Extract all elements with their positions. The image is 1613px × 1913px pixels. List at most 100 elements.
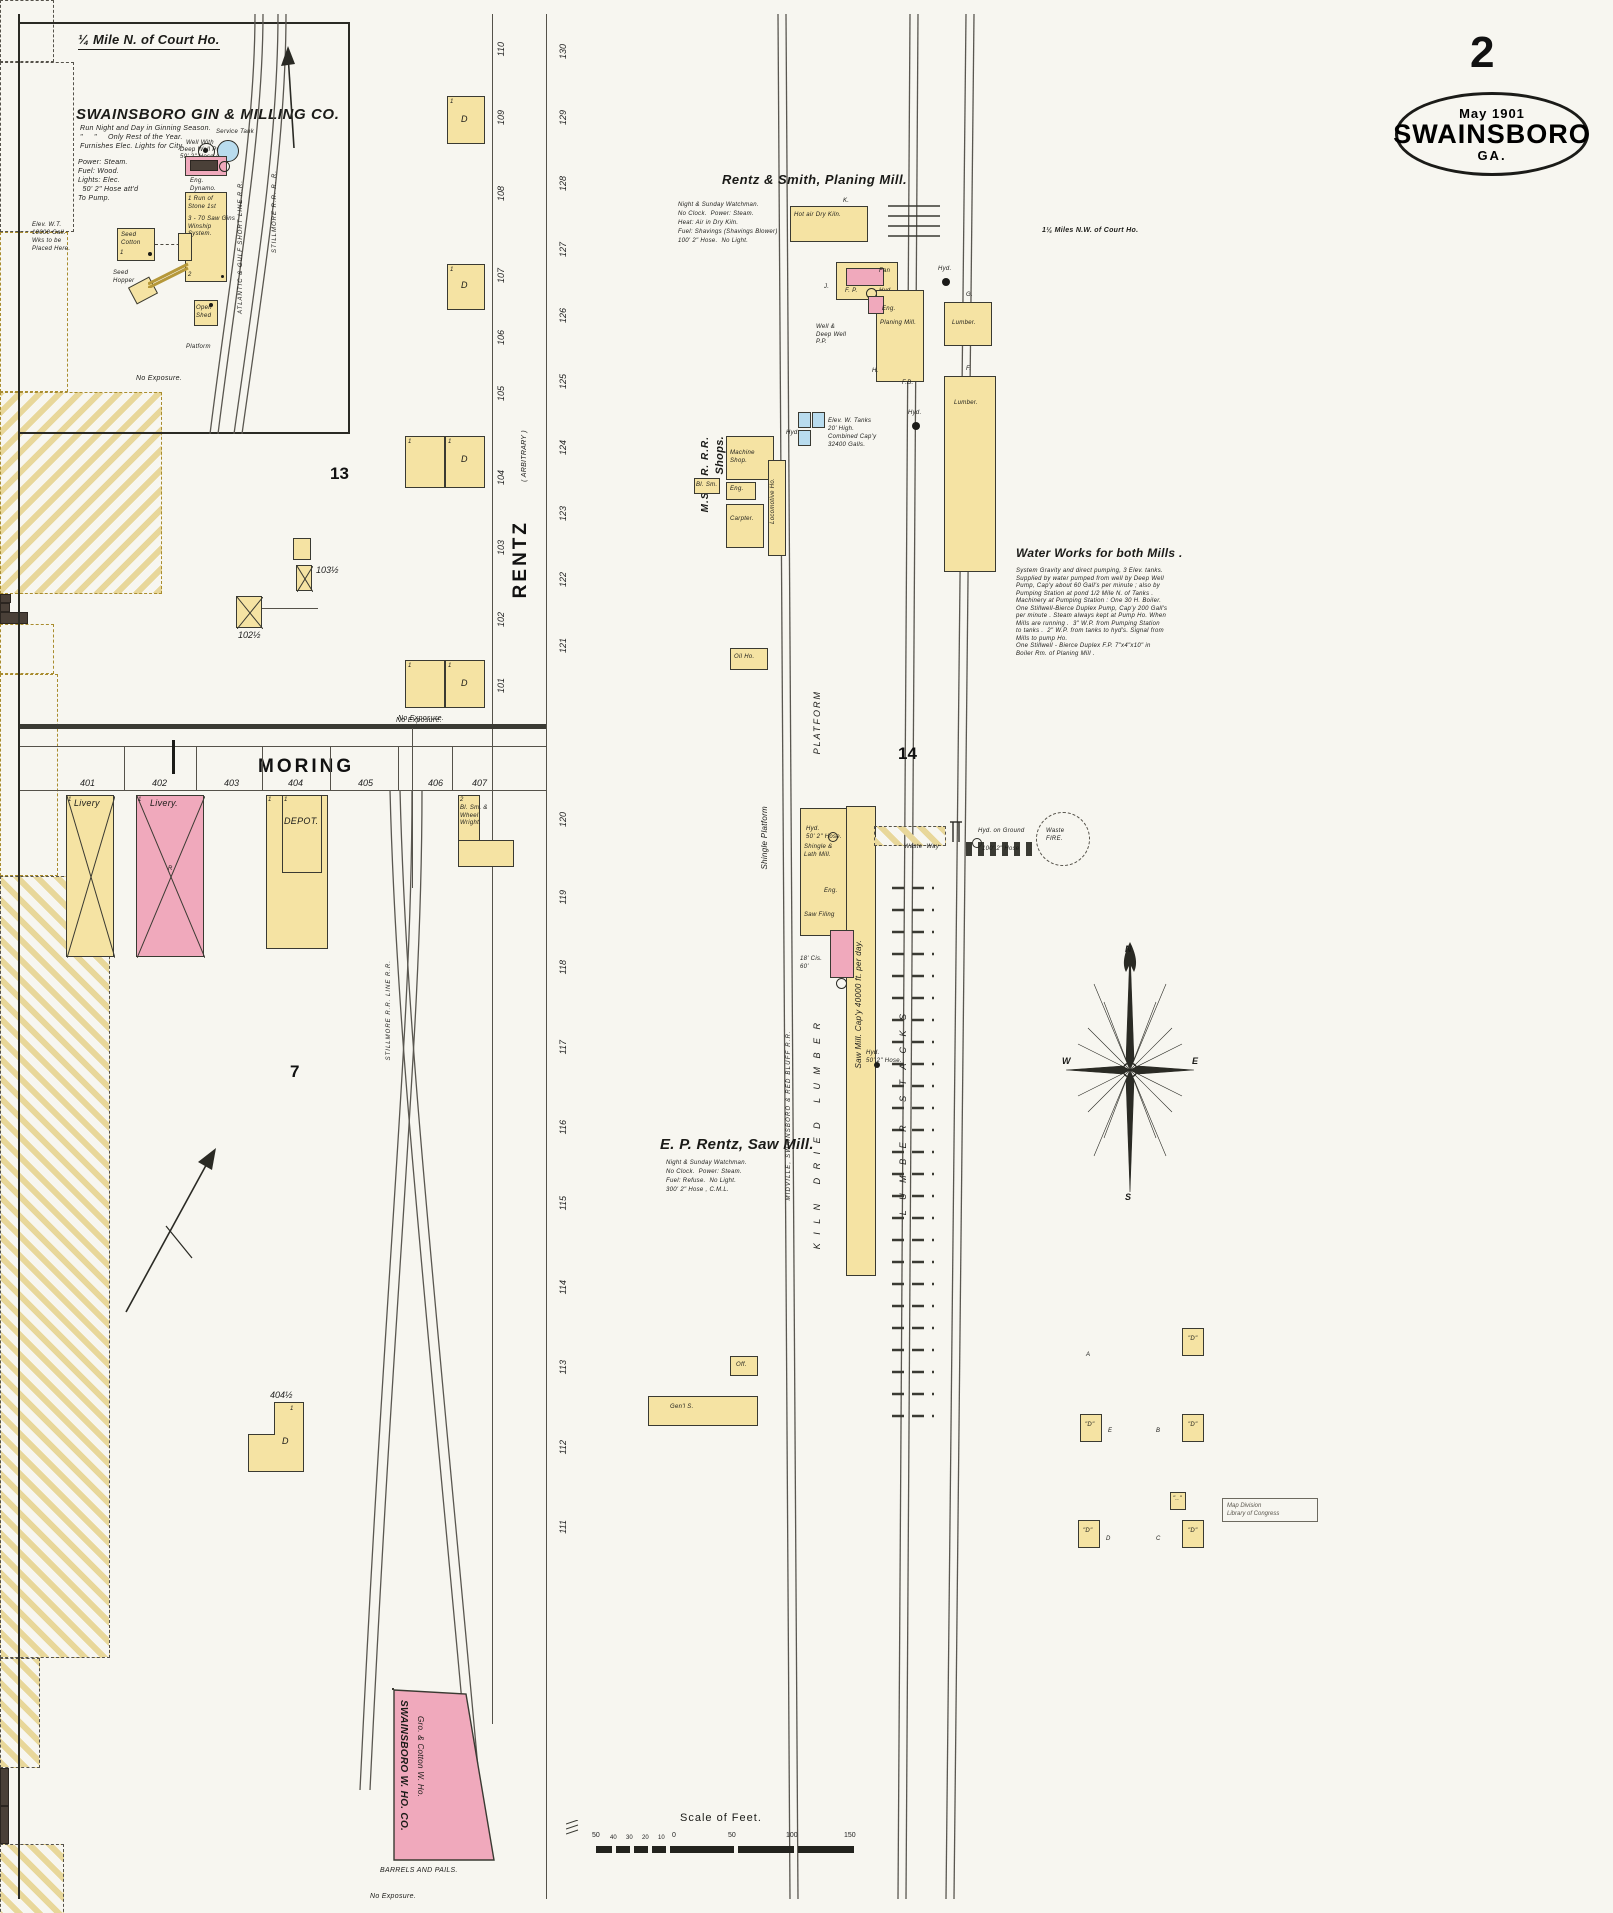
- se-dwelling-label-4: "..": [1173, 1496, 1182, 1502]
- scale-tick-30: 30: [626, 1835, 633, 1841]
- depot-story-b: 1: [284, 797, 288, 803]
- saw-mill-eng-label: Eng.: [824, 888, 838, 894]
- office-label: Off.: [736, 1362, 747, 1368]
- carpenter-shop-label: Carpter.: [730, 516, 754, 522]
- inset-border-right: [348, 22, 350, 434]
- moring-lot-div-3: [262, 746, 263, 790]
- planing-well-label: Well & Deep Well P.P.: [816, 324, 847, 345]
- dwelling-label-w-2: D: [461, 280, 468, 290]
- waste-fire-circle: [1036, 812, 1090, 866]
- se-dwelling-label-C: C: [1156, 1536, 1161, 1542]
- gin-hopper-conveyor: [147, 262, 190, 290]
- water-works-body: System Gravity and direct pumping, 3 Ele…: [1016, 568, 1236, 658]
- moring-block-marker: [172, 740, 175, 774]
- oil-house-building: [730, 648, 768, 670]
- gin-conveyor-1: [155, 244, 185, 245]
- blacksmith-shop-building: [694, 478, 720, 494]
- gin-mill-power-2: Lights: Elec.: [78, 177, 121, 184]
- dwelling-sw-1-story: 1: [290, 1406, 294, 1412]
- no-exposure-note-0: No Exposure.: [136, 375, 183, 382]
- scale-tick-0: 0: [672, 1832, 676, 1839]
- gin-seed-cotton-dot: [148, 252, 152, 256]
- library-stamp-line-2: Library of Congress: [1227, 1511, 1280, 1517]
- dwelling-w-3a: [405, 436, 445, 488]
- locomotive-house-label: Locomotive Ho.: [770, 478, 776, 524]
- planing-mill-label: Planing Mill.: [880, 320, 917, 326]
- gin-conveyor-house: [178, 233, 192, 261]
- distance-note-top-left: ¼ Mile N. of Court Ho.: [78, 32, 220, 50]
- cartouche-date: May 1901: [1459, 105, 1525, 121]
- lot-number-w-102: 102: [496, 612, 506, 628]
- waste-hose-note: 100' 2" Hose: [982, 846, 1020, 852]
- scale-seg-6: [676, 1846, 734, 1853]
- dwelling-story-w-1: 1: [450, 99, 454, 105]
- kiln-dried-lumber-label: K I L N D R I E D L U M B E R: [812, 1020, 822, 1250]
- se-dwelling-3: [1182, 1414, 1204, 1442]
- lumber-shed-G: [944, 302, 992, 346]
- scale-tick-50R: 50: [728, 1832, 736, 1839]
- dwelling-story-w-2: 1: [450, 267, 454, 273]
- railroad-label-atlantic-gulf: ATLANTIC & GULF SHORT LINE R.R.: [238, 180, 244, 315]
- lumber-G-label: Lumber.: [952, 320, 976, 326]
- cartouche-city: SWAINSBORO: [1393, 118, 1591, 149]
- hydrant-dot-2: [912, 422, 920, 430]
- lot-number-e-125: 125: [558, 374, 568, 390]
- stillmore-rr-curves: [359, 790, 481, 1790]
- inset-railroad-lines: [209, 14, 287, 434]
- planing-mill-title: Rentz & Smith, Planing Mill.: [722, 172, 908, 187]
- planing-mill-note-4: 100' 2" Hose. No Light.: [678, 238, 749, 244]
- compass-rose: [1060, 940, 1200, 1200]
- warehouse-door-mark-2: [0, 603, 10, 612]
- planing-hyd-note-2: Hyd.: [908, 410, 922, 416]
- saw-filing-label: Saw Filing: [804, 912, 835, 918]
- warehouse-building: [393, 1689, 495, 1861]
- distance-note-top-right: 1¼ Miles N.W. of Court Ho.: [1042, 227, 1139, 234]
- livery-brick-height: R: [168, 866, 173, 872]
- scale-seg-1: [596, 1846, 612, 1853]
- water-tanks-label-0: Elev. W. Tanks: [828, 418, 872, 424]
- lot-number-w-106: 106: [496, 330, 506, 346]
- waste-way-label: Waste Way: [904, 844, 940, 850]
- lot-number-e-127: 127: [558, 242, 568, 258]
- planing-hyd-note-1: Hyd.: [938, 266, 952, 272]
- kiln-dried-lumber-yard: [0, 1844, 64, 1913]
- moring-addr-403: 403: [224, 778, 240, 788]
- saw-mill-boiler-1: [0, 1768, 9, 1806]
- dwelling-label-w-3: D: [461, 454, 468, 464]
- gin-eng-dynamo-label: Eng. Dynamo.: [190, 178, 217, 192]
- well-pump-dot: [203, 148, 208, 153]
- water-tank-3: [812, 412, 825, 428]
- livery-brick-label: Livery.: [150, 798, 178, 808]
- compass-label-e: E: [1192, 1056, 1199, 1066]
- waste-fire-label: Waste FIRE.: [1046, 828, 1065, 842]
- water-works-line-6: per minute . Steam always kept at Pump H…: [1016, 613, 1167, 619]
- lot-number-w-109: 109: [496, 110, 506, 126]
- saw-mill-platform-yard: [0, 876, 110, 1658]
- block-number-13: 13: [330, 464, 349, 483]
- planing-boiler-symbol: [0, 612, 28, 624]
- library-stamp: Map Division Library of Congress: [1222, 1498, 1318, 1522]
- lumber-G-yard: [0, 624, 54, 674]
- lumber-shed-F: [944, 376, 996, 572]
- warehouse-subtitle: Gro. & Cotton W. Ho.: [416, 1716, 425, 1798]
- gin-mill-power-1: Fuel: Wood.: [78, 168, 120, 175]
- waste-hyd-label: Hyd. on Ground: [978, 828, 1025, 834]
- lot-number-w-105: 105: [496, 386, 506, 402]
- gin-elev-wt-1: 10000 Gall.: [32, 230, 66, 236]
- block7-direction-arrow-icon: [125, 1148, 216, 1313]
- lumber-key-F: F.: [966, 366, 972, 372]
- blacksmith-building-b: [458, 840, 514, 867]
- gin-open-shed-label: Open Shed: [196, 305, 212, 319]
- cartouche-state: GA.: [1477, 147, 1507, 163]
- warehouse-door-mark-1: [0, 594, 11, 603]
- livery-brick-yard-dash: [0, 62, 74, 232]
- carpenter-shop-building: [726, 504, 764, 548]
- saw-mill-building: [846, 806, 876, 1276]
- moring-lot-div-7: [452, 746, 453, 790]
- livery-frame-label: Livery: [74, 798, 100, 808]
- planing-key-FP: F. P.: [845, 288, 858, 294]
- dwelling-story-w-3b: 1: [448, 439, 452, 445]
- se-dwelling-label-6: "D": [1188, 1528, 1198, 1534]
- planing-key-J: J.: [824, 284, 830, 290]
